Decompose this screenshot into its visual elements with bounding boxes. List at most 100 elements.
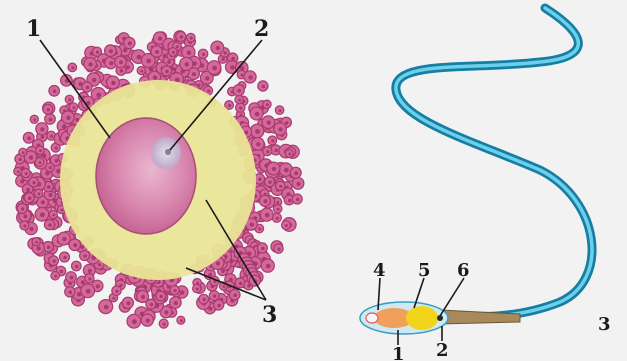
follicle-cell-nucleus [196,288,199,291]
follicle-cell-nucleus [261,247,265,251]
follicle-cell-nucleus [109,61,113,65]
egg-cytoplasm [96,118,196,234]
follicle-cell-nucleus [47,245,51,249]
follicle-cell-nucleus [277,208,280,211]
follicle-cell-nucleus [48,223,52,227]
follicle-cell-nucleus [274,149,278,153]
follicle-cell-nucleus [212,66,217,71]
egg-label-1: 1 [26,16,41,42]
follicle-cell-nucleus [266,103,269,106]
follicle-cell-nucleus [258,228,261,231]
follicle-cell-nucleus [146,319,150,323]
follicle-cell-nucleus [48,193,52,197]
follicle-cell-nucleus [88,269,92,273]
follicle-cell-nucleus [223,51,226,54]
follicle-cell-nucleus [111,81,115,85]
egg-label-2: 2 [254,16,269,42]
sperm-label-2: 2 [436,340,449,361]
follicle-cell-nucleus [17,171,20,174]
follicle-cell-nucleus [21,207,24,210]
follicle-cell-nucleus [276,217,279,220]
follicle-cell-nucleus [25,172,28,175]
follicle-cell-nucleus [255,129,260,134]
sperm-label-1: 1 [392,344,405,361]
follicle-cell-nucleus [47,108,50,111]
follicle-cell-nucleus [23,224,26,227]
follicle-cell-nucleus [256,142,260,146]
follicle-cell-nucleus [284,168,289,173]
follicle-cell-nucleus [119,60,123,64]
follicle-cell-nucleus [176,45,179,48]
follicle-cell-nucleus [205,76,209,80]
follicle-cell-nucleus [271,139,274,142]
follicle-cell-nucleus [81,280,85,284]
follicle-cell-nucleus [39,161,42,164]
follicle-cell-nucleus [203,298,206,301]
follicle-cell-nucleus [237,89,241,93]
follicle-cell-nucleus [285,224,288,227]
follicle-cell-nucleus [69,291,73,295]
follicle-cell-nucleus [29,155,33,159]
sperm-label-4: 4 [373,260,386,281]
follicle-cell-nucleus [146,59,151,64]
egg-cell: 1 2 3 [14,16,304,328]
follicle-cell-nucleus [104,305,109,310]
follicle-cell-nucleus [26,188,30,192]
follicle-cell-nucleus [53,90,57,94]
follicle-cell-nucleus [126,301,130,305]
follicle-cell-nucleus [172,51,175,54]
follicle-cell-nucleus [258,178,262,182]
follicle-cell-nucleus [296,182,300,186]
follicle-cell-nucleus [115,290,118,293]
follicle-cell-nucleus [248,75,252,79]
follicle-cell-nucleus [41,135,45,139]
follicle-cell-nucleus [277,247,280,250]
follicle-cell-nucleus [238,99,241,102]
follicle-cell-nucleus [86,86,90,90]
follicle-cell-nucleus [241,74,244,77]
follicle-cell-nucleus [231,57,235,61]
follicle-cell-nucleus [217,304,221,308]
follicle-cell-nucleus [174,289,177,292]
follicle-cell-nucleus [208,273,212,277]
follicle-cell-nucleus [35,241,38,244]
follicle-cell-nucleus [50,135,53,138]
follicle-cell-nucleus [71,66,74,69]
follicle-cell-nucleus [40,212,45,217]
follicle-cell-nucleus [27,136,31,140]
follicle-cell-nucleus [55,147,58,150]
follicle-cell-nucleus [250,223,254,227]
follicle-cell-nucleus [167,60,171,64]
follicle-cell-nucleus [266,264,271,269]
follicle-cell-nucleus [19,158,22,161]
follicle-cell-nucleus [268,181,271,184]
follicle-cell-nucleus [228,104,231,107]
follicle-cell-nucleus [68,98,71,101]
follicle-cell-nucleus [158,36,162,40]
follicle-cell-nucleus [47,185,51,189]
follicle-cell-nucleus [216,46,220,50]
sperm-head-tip [366,313,378,323]
follicle-cell-nucleus [288,199,291,202]
follicle-cell-nucleus [22,151,25,154]
follicle-cell-nucleus [60,270,63,273]
follicle-cell-nucleus [239,282,243,286]
follicle-cell-nucleus [128,42,132,46]
follicle-cell-nucleus [262,85,266,89]
follicle-cell-nucleus [23,214,27,218]
follicle-cell-nucleus [276,201,279,204]
follicle-cell-nucleus [32,181,35,184]
follicle-cell-nucleus [88,277,91,280]
follicle-cell-nucleus [223,285,226,288]
follicle-cell-nucleus [96,284,100,288]
follicle-cell-nucleus [98,263,101,266]
follicle-cell-nucleus [86,289,91,294]
sperm-label-6: 6 [457,260,470,281]
follicle-cell-nucleus [222,58,225,61]
follicle-cell-nucleus [180,35,183,38]
follicle-cell-nucleus [75,265,78,268]
follicle-cell-nucleus [61,209,64,212]
follicle-cell-nucleus [88,62,92,66]
sperm-label-3: 3 [598,314,611,335]
